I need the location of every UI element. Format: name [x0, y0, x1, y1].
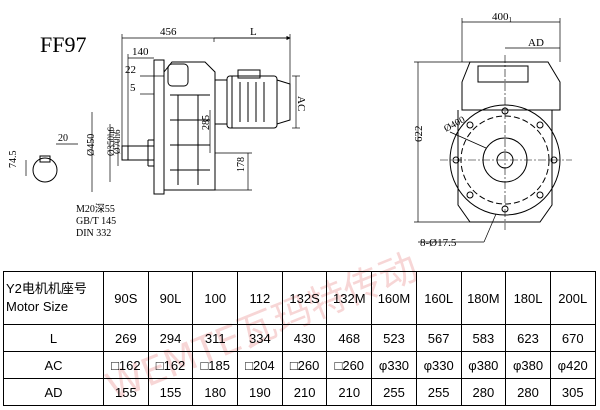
- value-cell: φ380: [460, 351, 507, 379]
- table-row-AD: AD 155 155 180 190 210 210 255 255 280 2…: [3, 378, 596, 406]
- value-cell: 311: [192, 324, 239, 352]
- technical-drawing: FF97: [8, 11, 572, 249]
- dim-AD: AD: [528, 37, 544, 49]
- spec-table: Y2电机机座号 Motor Size 90S 90L 100 112 132S …: [3, 271, 596, 406]
- header-cn: Y2电机机座号: [6, 281, 87, 296]
- dim-d400-circle: Ø400: [442, 114, 467, 134]
- dim-AC: AC: [295, 96, 307, 111]
- header-en: Motor Size: [6, 299, 69, 314]
- value-cell: 269: [103, 324, 149, 352]
- row-label: AD: [3, 378, 104, 406]
- value-cell: □162: [147, 351, 194, 379]
- size-cell: 100: [192, 271, 239, 325]
- size-cell: 160M: [371, 271, 417, 325]
- value-cell: 305: [549, 378, 596, 406]
- value-cell: φ330: [415, 351, 462, 379]
- value-cell: □185: [192, 351, 239, 379]
- dim-456: 456: [160, 26, 177, 38]
- value-cell: 210: [326, 378, 373, 406]
- model-title: FF97: [40, 32, 86, 57]
- size-cell: 180L: [505, 271, 551, 325]
- table-row-AC: AC □162 □162 □185 □204 □260 □260 φ330 φ3…: [3, 351, 596, 379]
- size-cell: 160L: [415, 271, 462, 325]
- bolt-spec-1: M20深55: [76, 203, 115, 215]
- value-cell: 280: [460, 378, 507, 406]
- size-cell: 112: [237, 271, 283, 325]
- value-cell: 255: [371, 378, 417, 406]
- value-cell: 190: [237, 378, 283, 406]
- side-view-dimensions: [25, 34, 300, 192]
- table-row-sizes: Y2电机机座号 Motor Size 90S 90L 100 112 132S …: [3, 271, 596, 325]
- value-cell: □162: [103, 351, 149, 379]
- value-cell: 334: [237, 324, 283, 352]
- value-cell: 567: [415, 324, 462, 352]
- value-cell: 430: [281, 324, 328, 352]
- size-cell: 200L: [549, 271, 596, 325]
- dim-holes: 8-Ø17.5: [420, 237, 457, 249]
- value-cell: 255: [415, 378, 462, 406]
- dim-622: 622: [413, 126, 425, 143]
- dim-L: L: [250, 26, 257, 38]
- value-cell: 623: [505, 324, 551, 352]
- dim-d450: Ø450: [86, 134, 97, 156]
- value-cell: 670: [549, 324, 596, 352]
- dim-d350: Ø350h6: [106, 127, 116, 156]
- value-cell: 180: [192, 378, 239, 406]
- dim-5: 5: [130, 82, 136, 94]
- value-cell: 583: [460, 324, 507, 352]
- value-cell: φ330: [371, 351, 417, 379]
- dim-400-top: 4001: [492, 11, 513, 24]
- size-cell: 132M: [326, 271, 373, 325]
- value-cell: 155: [103, 378, 149, 406]
- gearbox-end-view: [440, 55, 572, 230]
- row-label: AC: [3, 351, 104, 379]
- header-cell: Y2电机机座号 Motor Size: [3, 271, 104, 325]
- dim-22: 22: [125, 64, 136, 76]
- size-cell: 132S: [281, 271, 328, 325]
- value-cell: 523: [371, 324, 417, 352]
- value-cell: 294: [147, 324, 194, 352]
- dim-745: 74.5: [8, 151, 19, 169]
- value-cell: φ380: [505, 351, 551, 379]
- dim-285: 285: [201, 115, 212, 130]
- value-cell: □260: [281, 351, 328, 379]
- value-cell: □204: [237, 351, 283, 379]
- value-cell: 468: [326, 324, 373, 352]
- size-cell: 180M: [460, 271, 507, 325]
- gearbox-side-view: [121, 59, 291, 195]
- value-cell: □260: [326, 351, 373, 379]
- value-cell: 280: [505, 378, 551, 406]
- dim-d70: Ø70h6: [112, 129, 122, 154]
- value-cell: 155: [147, 378, 194, 406]
- bolt-spec-3: DIN 332: [76, 228, 111, 239]
- row-label: L: [3, 324, 104, 352]
- end-view-dimensions: [414, 18, 561, 243]
- shaft-key-detail: [32, 155, 58, 183]
- dim-140: 140: [132, 46, 149, 58]
- dim-178: 178: [236, 157, 247, 172]
- size-cell: 90L: [147, 271, 194, 325]
- dim-20: 20: [58, 133, 68, 144]
- table-row-L: L 269 294 311 334 430 468 523 567 583 62…: [3, 324, 596, 352]
- size-cell: 90S: [103, 271, 149, 325]
- value-cell: 210: [281, 378, 328, 406]
- bolt-spec-2: GB/T 145: [76, 216, 116, 227]
- value-cell: φ420: [549, 351, 596, 379]
